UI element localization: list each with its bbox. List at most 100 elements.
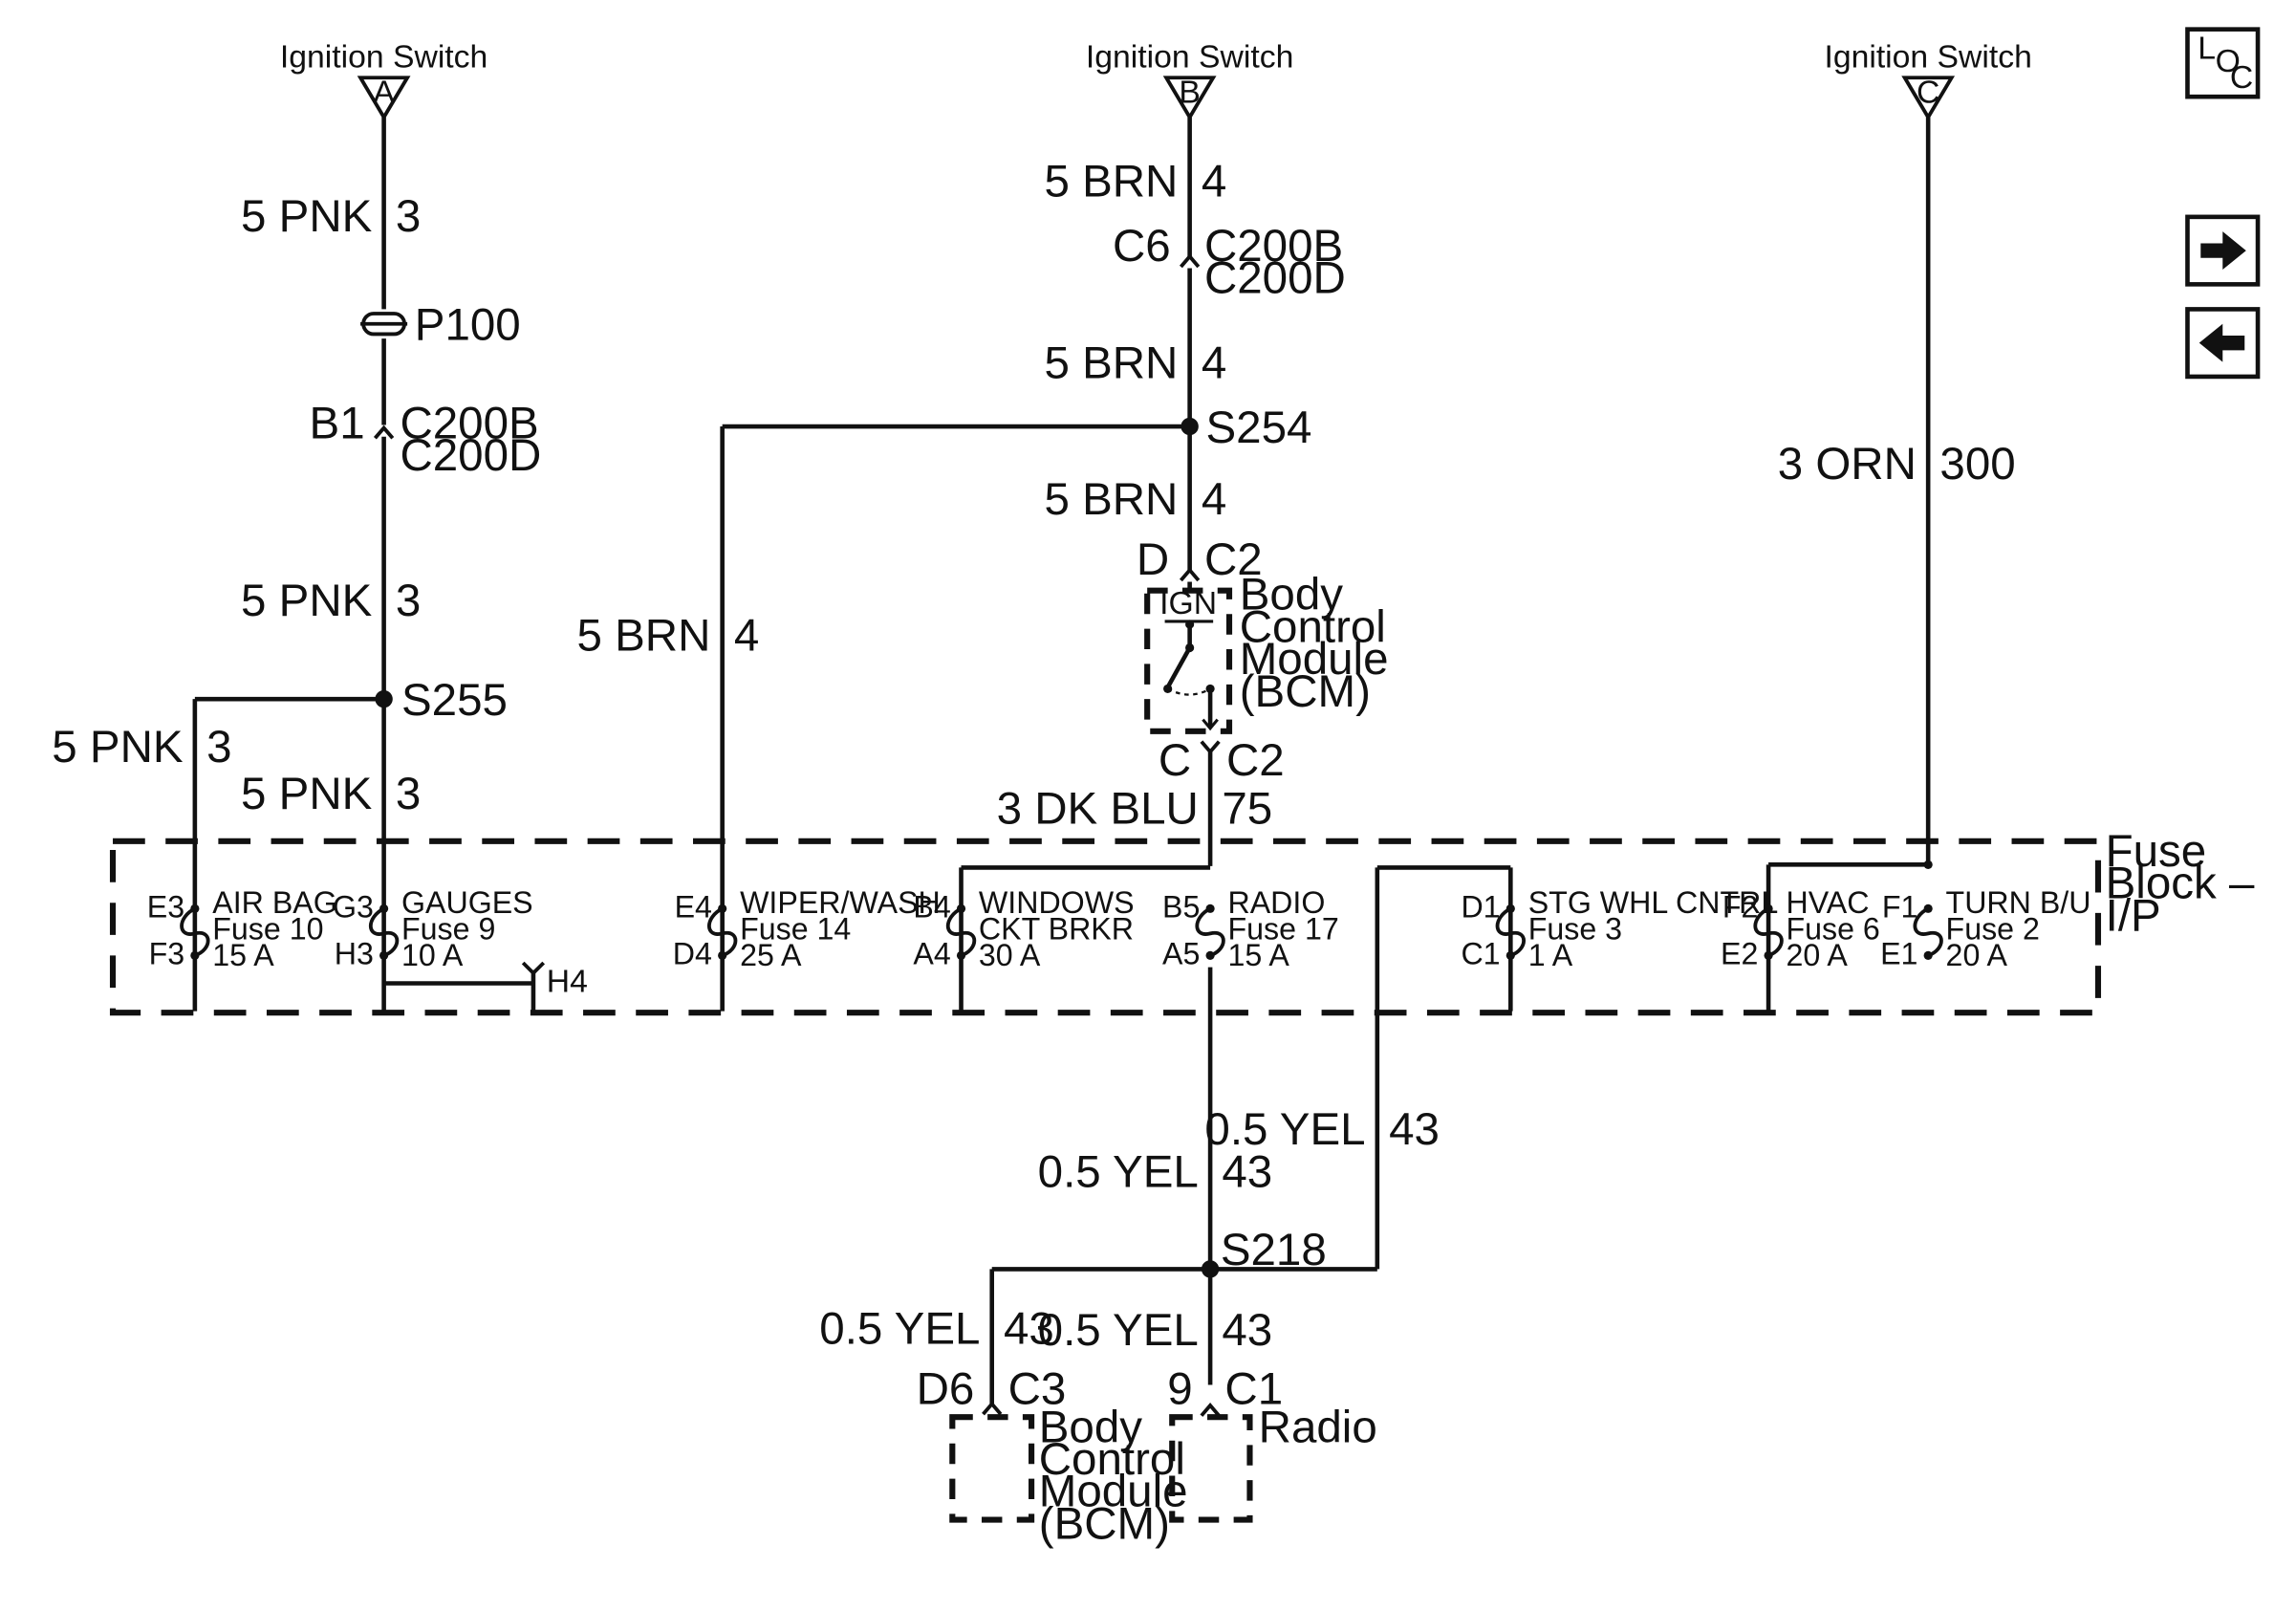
fuse-rating-id: Fuse 2 [1946, 912, 2040, 947]
radio-module: 9 C1 Radio [1167, 1363, 1377, 1523]
connector-chevron-icon [1179, 253, 1201, 269]
next-page-button[interactable] [2185, 214, 2261, 287]
fuse-amperage: 10 A [401, 938, 464, 972]
connector-chevron-icon [1200, 740, 1221, 755]
fuse-top-terminal: D1 [1461, 890, 1500, 925]
wire-lower-b-number: 43 [1222, 1147, 1272, 1198]
wire-a2-number: 3 [396, 576, 421, 626]
wire-c1-size: 3 ORN [1778, 439, 1917, 490]
circuit-b: 5 BRN 4 C6 C200B C200D 5 BRN 4 S254 5 BR… [577, 117, 1389, 1012]
ignition-switch-c-title: Ignition Switch [1824, 39, 2031, 76]
splice-s255-dot [375, 689, 393, 708]
fuse-name: WINDOWS [979, 885, 1135, 920]
fuse-rating-id: Fuse 9 [401, 912, 495, 947]
ignition-switch-b-terminal: B [1179, 74, 1201, 110]
wire-b3-number: 4 [1202, 474, 1226, 525]
wire-lower-d-size: 0.5 YEL [1038, 1305, 1199, 1356]
wire-c1-number: 300 [1939, 439, 2015, 490]
fuse-rating-id: Fuse 10 [212, 912, 323, 947]
wire-b5-number: 75 [1222, 783, 1272, 834]
wire-b2-size: 5 BRN [1044, 337, 1178, 388]
p100-grommet-icon [360, 312, 408, 337]
bcm-in-pin: D [1137, 534, 1169, 585]
fuse-element-icon [1913, 906, 1943, 958]
bcm-bottom-name-2: Control [1039, 1434, 1185, 1485]
fuse-terminal-dot [190, 903, 200, 913]
wire-a4-size: 5 PNK [241, 769, 373, 819]
bcm-ignition-relay: D C2 IGN Body Control Module (BCM) [1137, 534, 1389, 734]
fuse-element-icon [1753, 906, 1784, 958]
fuse-top-terminal: E3 [147, 890, 184, 925]
bcm-bottom-name-4: (BCM) [1039, 1498, 1170, 1549]
fuse-terminal-dot [956, 950, 966, 960]
circuit-c: 3 ORN 300 [1765, 117, 2016, 1012]
connector-chevron-icon [982, 1401, 1003, 1416]
wire-b1-size: 5 BRN [1044, 156, 1178, 207]
fuse-bottom-terminal: A5 [1162, 937, 1200, 971]
fuse-name: WIPER/WASH [740, 885, 941, 920]
splice-s218-label: S218 [1221, 1225, 1327, 1275]
fuse-terminal-dot [1205, 903, 1215, 913]
fuse-name: HVAC [1786, 885, 1869, 920]
fuse-element-icon [706, 906, 738, 958]
fuse-element-icon [368, 906, 400, 958]
splice-s254-label: S254 [1205, 403, 1311, 453]
fuse-bottom-terminal: F3 [149, 937, 185, 971]
fuse-block-ip: Fuse Block – I/P H4 [109, 826, 2255, 1016]
bcm-in-connector: C2 [1204, 534, 1263, 585]
fuse-terminal-dot [1205, 950, 1215, 960]
fuse-name: RADIO [1227, 885, 1325, 920]
fuse-terminal-dot [379, 950, 389, 960]
loc-label-o: O [2216, 43, 2241, 79]
wire-a3-number: 3 [206, 722, 231, 773]
fuse-top-terminal: F2 [1722, 890, 1759, 925]
connector-b1-pin: B1 [310, 398, 365, 448]
fuse-element-icon [1495, 906, 1526, 958]
fuse-name: GAUGES [401, 885, 533, 920]
fuse-bottom-terminal: E1 [1880, 937, 1917, 971]
fuse-terminal-dot [379, 903, 389, 913]
fuse-block-label-3: I/P [2106, 890, 2161, 941]
bcm-bottom-name-3: Module [1039, 1467, 1188, 1517]
wire-b4-size: 5 BRN [577, 611, 711, 662]
wire-lower-b-size: 0.5 YEL [1038, 1147, 1199, 1198]
ignition-switch-a: Ignition Switch A [280, 39, 487, 121]
splice-s255-label: S255 [401, 675, 508, 726]
fuse-rating-id: Fuse 17 [1227, 912, 1338, 947]
fuse-rating-id: Fuse 6 [1786, 912, 1879, 947]
previous-page-button[interactable] [2185, 307, 2261, 380]
fuse-bottom-terminal: H3 [335, 937, 374, 971]
fuse-amperage: 25 A [740, 938, 802, 972]
wire-a3-size: 5 PNK [52, 722, 184, 773]
radio-feed-circuit: 0.5 YEL 43 0.5 YEL 43 S218 0.5 YEL 43 0.… [819, 867, 1440, 1549]
loc-button[interactable]: L O C [2185, 27, 2261, 99]
bcm-name-line-4: (BCM) [1240, 666, 1371, 717]
fuse-amperage: 15 A [212, 938, 274, 972]
wire-lower-a-size: 0.5 YEL [1204, 1104, 1365, 1155]
bcm-name-line-2: Control [1240, 601, 1386, 652]
bcm-name-line-3: Module [1240, 634, 1389, 685]
wire-b5-size: 3 DK BLU [997, 783, 1199, 834]
fuse-terminal-dot [718, 950, 727, 960]
arrow-left-icon [2199, 323, 2245, 362]
wire-lower-c-number: 43 [1004, 1304, 1054, 1355]
ignition-switch-b-title: Ignition Switch [1086, 39, 1293, 76]
fuse-terminal-dot [1505, 950, 1515, 960]
fuse-element-icon [945, 906, 977, 958]
fuse-terminal-dot [718, 903, 727, 913]
fuse-terminal-dot [956, 903, 966, 913]
connector-c200b-label: C200B [400, 398, 538, 448]
wire-lower-d-number: 43 [1222, 1305, 1272, 1356]
circuit-a: 5 PNK 3 P100 B1 C200B C200D 5 PNK 3 S255… [52, 117, 541, 1012]
bcm-out-pin: C [1159, 735, 1191, 786]
fuse-name: AIR BAG [212, 885, 337, 920]
